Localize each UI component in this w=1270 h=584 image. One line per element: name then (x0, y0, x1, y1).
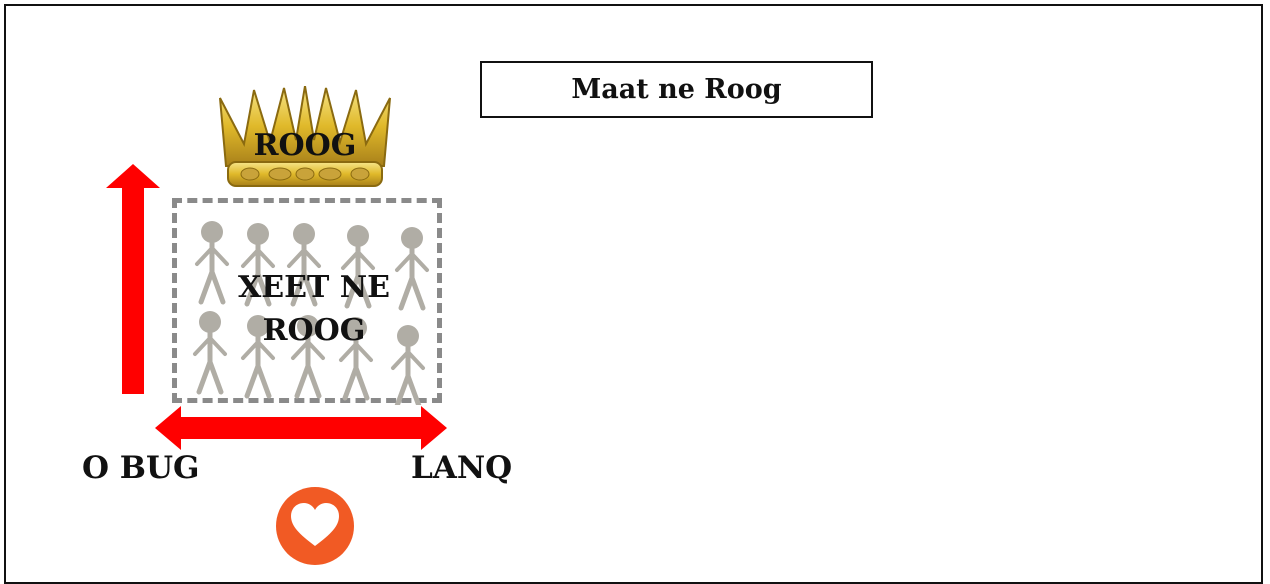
group-label-line2: ROOG (262, 313, 366, 348)
diagram-frame (4, 4, 1263, 584)
group-label-line1: XEET NE (237, 270, 391, 305)
crown-label: ROOG (253, 128, 357, 163)
title-text: Maat ne Roog (571, 74, 782, 105)
up-arrow-icon (106, 164, 160, 394)
title-box: Maat ne Roog (480, 61, 873, 118)
people-box (172, 198, 442, 403)
group-label: XEET NE ROOG (224, 266, 404, 352)
heart-icon (276, 487, 354, 565)
crown-icon (219, 86, 391, 187)
axis-right-label: LANQ (411, 450, 513, 486)
double-arrow-icon (155, 406, 447, 450)
axis-left-label: O BUG (82, 450, 200, 486)
